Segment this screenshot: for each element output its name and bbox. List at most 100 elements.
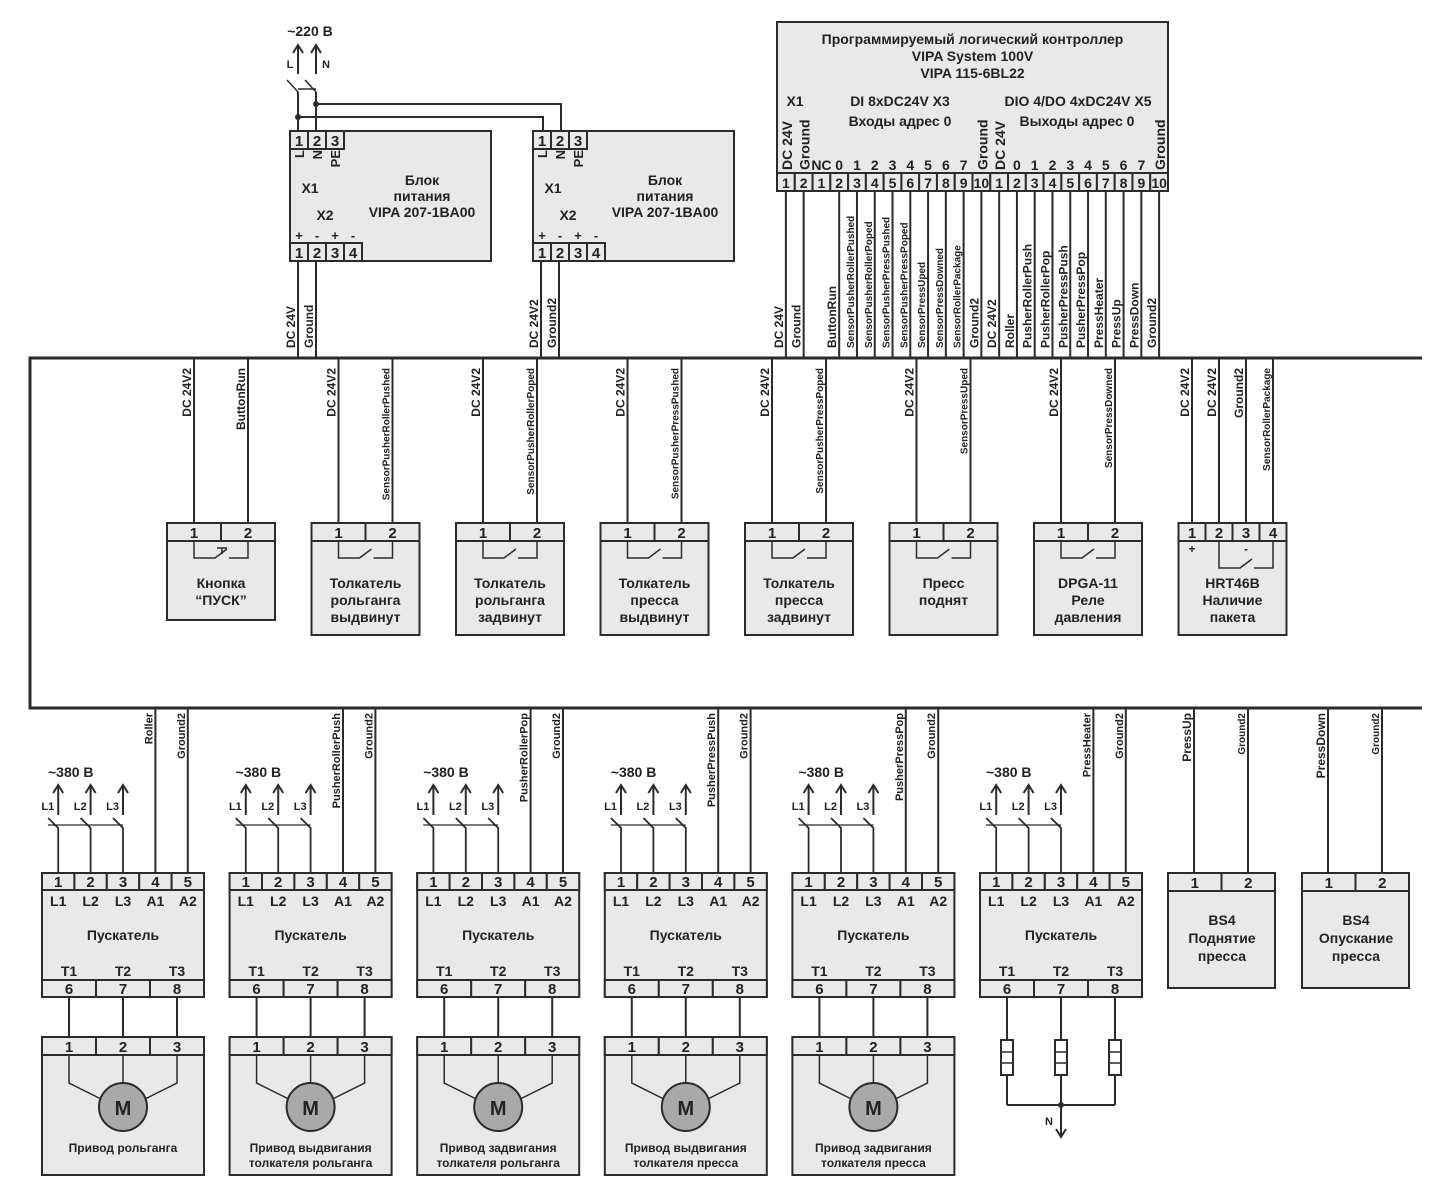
- phase-l-label: L: [287, 59, 294, 71]
- phase-label: L1: [604, 801, 617, 813]
- phase-wire: [1017, 817, 1030, 873]
- plc-inputs-label: Входы адрес 0: [849, 113, 952, 129]
- phase-n-label: N: [322, 59, 330, 71]
- sensor-wire-label: DC 24V2: [325, 368, 339, 417]
- terminal-number: 8: [360, 981, 368, 998]
- terminal-number: 6: [815, 981, 823, 998]
- phase-arrow: [802, 783, 815, 815]
- phase-wire: [299, 817, 312, 873]
- starter-pin-label: L1: [425, 893, 442, 909]
- terminal-number: 1: [429, 874, 437, 891]
- terminal-number: 1: [912, 525, 920, 542]
- plc-column-header: 5: [1102, 157, 1110, 173]
- phase-arrow: [459, 783, 472, 815]
- starter-pin-label: T3: [919, 963, 936, 979]
- terminal-number: 5: [1066, 175, 1074, 191]
- starter-pin-label: T1: [624, 963, 641, 979]
- sensor-wire-label: Ground2: [1232, 368, 1246, 418]
- switch-contact-icon: [626, 541, 683, 559]
- contact-lines: [193, 541, 249, 559]
- arrow-head: [84, 783, 97, 794]
- motor-icon: [285, 1082, 336, 1132]
- contact-lines: [482, 541, 538, 559]
- terminal-number: 3: [331, 133, 339, 150]
- terminal-number: 1: [252, 1039, 260, 1056]
- output-wire-label: DC 24V: [284, 306, 298, 348]
- phase-arrow: [990, 783, 1003, 815]
- motor-icon: [98, 1082, 148, 1132]
- plc-title: VIPA 115-6BL22: [920, 65, 1024, 81]
- plc-box: [776, 21, 1169, 192]
- x1-pin-label: PE: [328, 150, 343, 168]
- control-wire-label: PusherRollerPop: [519, 713, 531, 803]
- terminal-number: 4: [902, 874, 911, 891]
- terminal-number: 5: [934, 874, 942, 891]
- terminal-number: 8: [1120, 175, 1128, 191]
- phase-wire: [642, 817, 655, 873]
- phase-label: L1: [792, 801, 805, 813]
- arrow-head: [52, 783, 65, 794]
- phase-label: L2: [449, 801, 462, 813]
- terminal-cell: [586, 242, 606, 262]
- terminal-number: 6: [440, 981, 448, 998]
- starter-pin-label: L2: [82, 893, 99, 909]
- sensor-caption: пресса: [630, 592, 678, 608]
- terminal-number: 6: [628, 981, 636, 998]
- motor-caption: толкателя пресса: [821, 1156, 926, 1170]
- terminal-number: 1: [623, 525, 631, 542]
- plc-wire-label: ButtonRun: [825, 286, 839, 348]
- sensor-wire-label: DC 24V2: [614, 368, 628, 417]
- wire-l-psu2: [298, 116, 544, 131]
- terminal-number: 3: [306, 874, 314, 891]
- motor-icon: [660, 1082, 711, 1132]
- terminal-number: 3: [1031, 175, 1039, 191]
- plc-column-header: 0: [835, 157, 843, 173]
- starter-title: Пускатель: [87, 927, 160, 943]
- sensor-caption: рольганга: [475, 592, 545, 608]
- terminal-number: 1: [54, 874, 62, 891]
- terminal-cell: [733, 872, 768, 891]
- control-wire-label: PusherRollerPush: [331, 713, 343, 809]
- phase-wire: [235, 817, 247, 873]
- terminal-number: 3: [1057, 874, 1065, 891]
- plc-wire-label: PusherPressPush: [1056, 245, 1070, 348]
- arrow-head: [867, 783, 880, 794]
- terminal-number: 2: [1024, 874, 1032, 891]
- starter-pin-label: L2: [270, 893, 287, 909]
- sensor-wire-label: ButtonRun: [234, 368, 248, 430]
- plc-column-header: 1: [853, 157, 861, 173]
- sensor-caption: пакета: [1210, 609, 1256, 625]
- terminal-number: 2: [313, 133, 321, 150]
- starter-pin-label: A2: [742, 893, 760, 909]
- polarity-sign: +: [331, 228, 339, 243]
- control-wire-label: Ground2: [926, 713, 938, 759]
- button-actuator: [217, 547, 227, 554]
- phase-wire: [610, 817, 622, 873]
- supply-voltage-label: ~380 В: [611, 764, 657, 780]
- plc-wire-label: SensorPressDowned: [935, 248, 946, 348]
- terminal-number: 2: [556, 133, 564, 150]
- terminal-number: 2: [1013, 175, 1021, 191]
- motor-windings: [443, 1055, 553, 1100]
- valve-caption: BS4: [1342, 912, 1369, 928]
- starter-pin-label: T2: [1053, 963, 1070, 979]
- terminal-number: 2: [274, 874, 282, 891]
- phase-arrow: [867, 783, 880, 815]
- terminal-cell: [170, 872, 206, 891]
- terminal-cell: [1354, 872, 1410, 892]
- plc-column-header: 4: [1084, 157, 1092, 173]
- sensor-wire-label: DC 24V2: [1178, 368, 1192, 417]
- terminal-number: 1: [440, 1039, 448, 1056]
- plc-group-x5: DIO 4/DO 4xDC24V X5: [1004, 93, 1151, 109]
- control-wire-label: PusherPressPush: [706, 713, 718, 807]
- phase-arrow: [835, 783, 847, 815]
- switch-contact-icon: [915, 541, 972, 559]
- motor-symbol: M: [302, 1098, 319, 1120]
